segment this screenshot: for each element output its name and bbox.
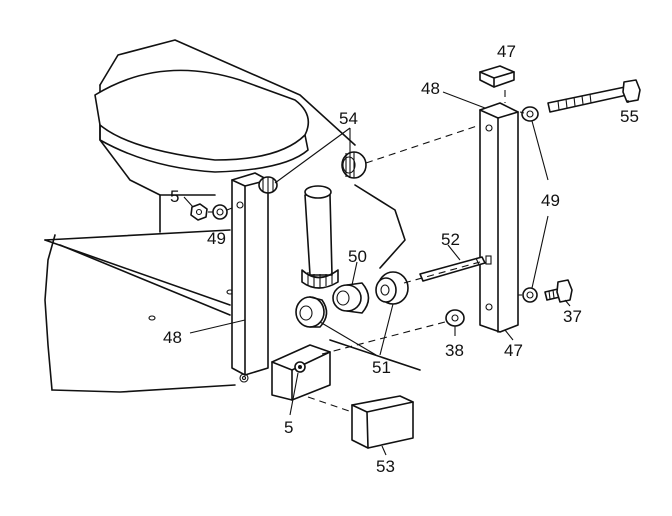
seat-cushion [94,69,310,173]
washer-49-left [212,204,228,220]
end-cap-47 [479,65,515,88]
left-bracket-48 [231,172,269,383]
mounting-plate [271,344,331,401]
right-bracket-47 [479,102,519,333]
washer-49-top-right [521,106,539,122]
label-5-bottom: 5 [284,418,293,437]
washer-38 [445,309,465,327]
label-5-left: 5 [170,187,179,206]
nut-5-left [190,203,208,221]
label-52: 52 [441,230,460,249]
roller-51-left [295,296,328,328]
small-roller-54 [258,176,278,194]
center-shaft [301,185,339,289]
roller-50 [332,282,370,314]
label-54: 54 [339,109,358,128]
bolt-37 [544,279,573,303]
label-50: 50 [348,247,367,266]
part-labels: 47 48 55 54 5 49 49 52 50 48 51 38 47 37… [163,42,639,476]
label-48-top: 48 [421,79,440,98]
roller-54 [341,151,367,179]
label-37: 37 [563,307,582,326]
label-47-bottom: 47 [504,341,523,360]
label-55: 55 [620,107,639,126]
label-49-left: 49 [207,229,226,248]
end-block-53 [351,395,414,449]
label-49-right: 49 [541,191,560,210]
label-53: 53 [376,457,395,476]
assembly-lines [208,90,525,413]
pin-52 [419,256,486,282]
label-38: 38 [445,341,464,360]
label-51: 51 [372,358,391,377]
roller-51-right [375,271,409,305]
washer-49-bottom-right [522,287,538,303]
bolt-55 [547,79,641,113]
label-47-top: 47 [497,42,516,61]
leader-lines [183,91,629,456]
label-48-bottom: 48 [163,328,182,347]
